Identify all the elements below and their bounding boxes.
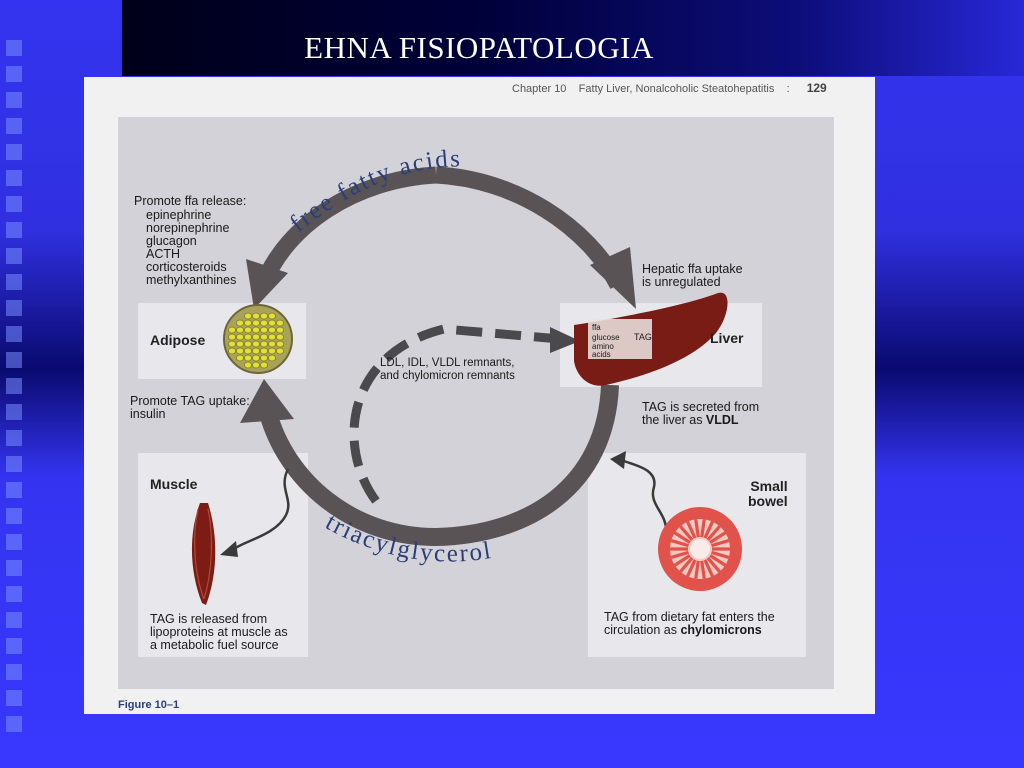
small-bowel-label: Small bowel	[748, 478, 788, 509]
tag-arrow-arc	[259, 384, 619, 547]
muscle-description: TAG is released from lipoproteins at mus…	[150, 612, 288, 652]
vldl-label: VLDL	[705, 413, 739, 427]
ffa-arrow-left	[255, 166, 437, 289]
ffa-release-item: glucagon	[146, 234, 197, 248]
chapter-title: Fatty Liver, Nonalcoholic Steatohepatiti…	[578, 83, 775, 95]
figure-panel: free fatty acids triacylglycerol	[118, 117, 834, 689]
remnants-dashed-arrow	[349, 324, 561, 504]
bowel-arrowhead	[610, 451, 626, 469]
tag-secreted-label: TAG is secreted from the liver as VLDL	[642, 400, 760, 427]
muscle-wavy-arrow	[233, 468, 290, 551]
remnants-arrowhead	[550, 327, 580, 353]
liver-label: Liver	[710, 330, 744, 346]
page-header: Chapter 10 Fatty Liver, Nonalcoholic Ste…	[512, 81, 827, 95]
ffa-arrowhead-right	[590, 247, 636, 309]
ffa-release-item: corticosteroids	[146, 260, 227, 274]
ffa-arrowhead-left	[246, 259, 288, 309]
small-bowel-illustration	[658, 507, 742, 591]
chapter-label: Chapter 10	[512, 83, 567, 95]
hepatic-uptake-label: Hepatic ffa uptake is unregulated	[642, 262, 743, 289]
adipose-label: Adipose	[150, 332, 206, 348]
liver-illustration	[574, 292, 728, 386]
liver-input-ffa: ffa	[592, 323, 601, 332]
ffa-release-item: epinephrine	[146, 208, 212, 222]
liver-input-glucose: glucose	[592, 333, 620, 342]
cycle-diagram: free fatty acids triacylglycerol	[191, 145, 742, 605]
bowel-description: TAG from dietary fat enters the circulat…	[604, 610, 775, 637]
arc-label-ffa: free fatty acids	[285, 145, 462, 237]
ffa-release-heading: Promote ffa release:	[134, 194, 247, 208]
bowel-wavy-arrow	[623, 459, 668, 534]
muscle-arrowhead	[220, 541, 238, 557]
remnants-label: LDL, IDL, VLDL remnants, and chylomicron…	[380, 357, 515, 382]
tag-uptake-label: Promote TAG uptake: insulin	[130, 394, 250, 421]
tag-arrowhead	[240, 379, 294, 423]
slide-title: EHNA FISIOPATOLOGIA	[304, 30, 654, 65]
ffa-release-item: norepinephrine	[146, 221, 230, 235]
muscle-label: Muscle	[150, 476, 198, 492]
liver-input-amino: amino acids	[592, 342, 614, 359]
ffa-release-item: methylxanthines	[146, 273, 237, 287]
textbook-page: Chapter 10 Fatty Liver, Nonalcoholic Ste…	[84, 77, 875, 714]
ffa-release-item: ACTH	[146, 247, 181, 261]
muscle-illustration	[191, 503, 216, 605]
header-separator: :	[786, 83, 790, 95]
figure-caption: Figure 10–1	[118, 699, 180, 711]
adipose-cell	[223, 304, 293, 374]
page-number: 129	[806, 81, 827, 95]
slide-title-bar	[122, 0, 1024, 76]
decorative-squares	[6, 40, 30, 740]
liver-output-tag: TAG	[634, 332, 652, 342]
chylomicrons-label: chylomicrons	[680, 623, 762, 637]
ffa-arrow-right	[435, 166, 626, 290]
